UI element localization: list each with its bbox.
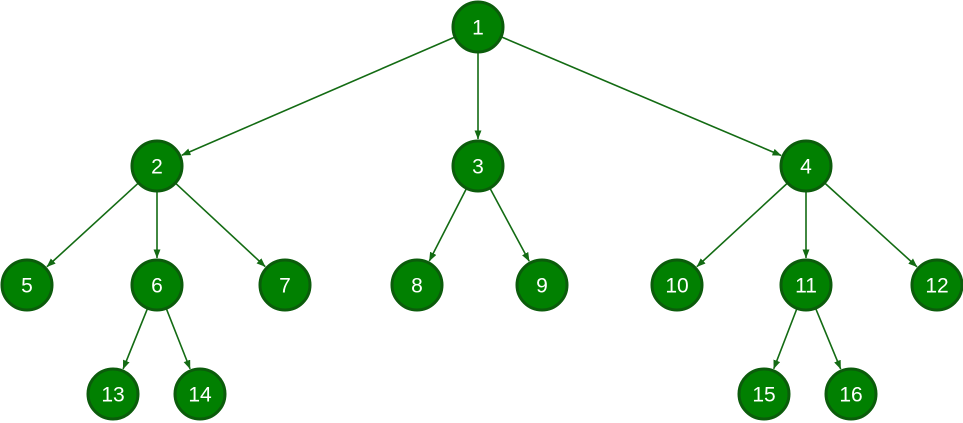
node-circle-15[interactable] bbox=[737, 367, 791, 421]
tree-node-6[interactable]: 6 bbox=[130, 258, 184, 312]
tree-edge-6-to-14 bbox=[165, 308, 191, 370]
node-circle-8[interactable] bbox=[390, 258, 444, 312]
node-circle-10[interactable] bbox=[650, 258, 704, 312]
tree-edge-11-to-16 bbox=[815, 308, 842, 370]
tree-node-14[interactable]: 14 bbox=[173, 367, 227, 421]
node-label-5: 5 bbox=[21, 275, 33, 298]
node-label-2: 2 bbox=[151, 156, 163, 179]
tree-edge-2-to-5 bbox=[46, 182, 139, 268]
node-label-13: 13 bbox=[101, 384, 124, 407]
tree-node-2[interactable]: 2 bbox=[130, 139, 184, 193]
node-label-3: 3 bbox=[472, 156, 484, 179]
node-circle-4[interactable] bbox=[779, 139, 833, 193]
tree-node-12[interactable]: 12 bbox=[910, 258, 963, 312]
tree-node-11[interactable]: 11 bbox=[779, 258, 833, 312]
tree-edge-1-to-4 bbox=[501, 36, 782, 157]
tree-node-1[interactable]: 1 bbox=[451, 0, 505, 54]
node-label-15: 15 bbox=[752, 384, 775, 407]
tree-node-15[interactable]: 15 bbox=[737, 367, 791, 421]
tree-node-8[interactable]: 8 bbox=[390, 258, 444, 312]
node-label-10: 10 bbox=[665, 275, 688, 298]
node-label-16: 16 bbox=[839, 384, 862, 407]
node-circle-6[interactable] bbox=[130, 258, 184, 312]
node-label-4: 4 bbox=[800, 156, 812, 179]
edges-layer bbox=[46, 36, 918, 370]
node-circle-13[interactable] bbox=[86, 367, 140, 421]
node-label-11: 11 bbox=[795, 275, 817, 298]
tree-node-13[interactable]: 13 bbox=[86, 367, 140, 421]
node-circle-9[interactable] bbox=[515, 258, 569, 312]
node-circle-1[interactable] bbox=[451, 0, 505, 54]
tree-edge-1-to-2 bbox=[181, 36, 455, 157]
tree-edge-3-to-9 bbox=[489, 188, 530, 262]
tree-node-5[interactable]: 5 bbox=[0, 258, 54, 312]
node-circle-2[interactable] bbox=[130, 139, 184, 193]
tree-node-4[interactable]: 4 bbox=[779, 139, 833, 193]
tree-node-9[interactable]: 9 bbox=[515, 258, 569, 312]
node-circle-5[interactable] bbox=[0, 258, 54, 312]
node-circle-12[interactable] bbox=[910, 258, 963, 312]
node-label-12: 12 bbox=[925, 275, 948, 298]
tree-node-10[interactable]: 10 bbox=[650, 258, 704, 312]
node-label-9: 9 bbox=[536, 275, 548, 298]
node-circle-14[interactable] bbox=[173, 367, 227, 421]
node-circle-16[interactable] bbox=[824, 367, 878, 421]
tree-edge-4-to-12 bbox=[824, 182, 918, 268]
tree-edge-11-to-15 bbox=[772, 308, 798, 370]
tree-edge-6-to-13 bbox=[122, 308, 149, 370]
tree-node-16[interactable]: 16 bbox=[824, 367, 878, 421]
node-circle-11[interactable] bbox=[779, 258, 833, 312]
tree-node-7[interactable]: 7 bbox=[258, 258, 312, 312]
tree-edge-3-to-8 bbox=[428, 188, 467, 262]
tree-edge-2-to-7 bbox=[175, 183, 266, 268]
tree-edge-4-to-10 bbox=[696, 183, 788, 268]
node-label-7: 7 bbox=[279, 275, 291, 298]
node-circle-7[interactable] bbox=[258, 258, 312, 312]
node-label-8: 8 bbox=[411, 275, 423, 298]
tree-node-3[interactable]: 3 bbox=[451, 139, 505, 193]
node-label-6: 6 bbox=[151, 275, 163, 298]
node-label-1: 1 bbox=[472, 17, 484, 40]
node-circle-3[interactable] bbox=[451, 139, 505, 193]
node-label-14: 14 bbox=[188, 384, 212, 407]
